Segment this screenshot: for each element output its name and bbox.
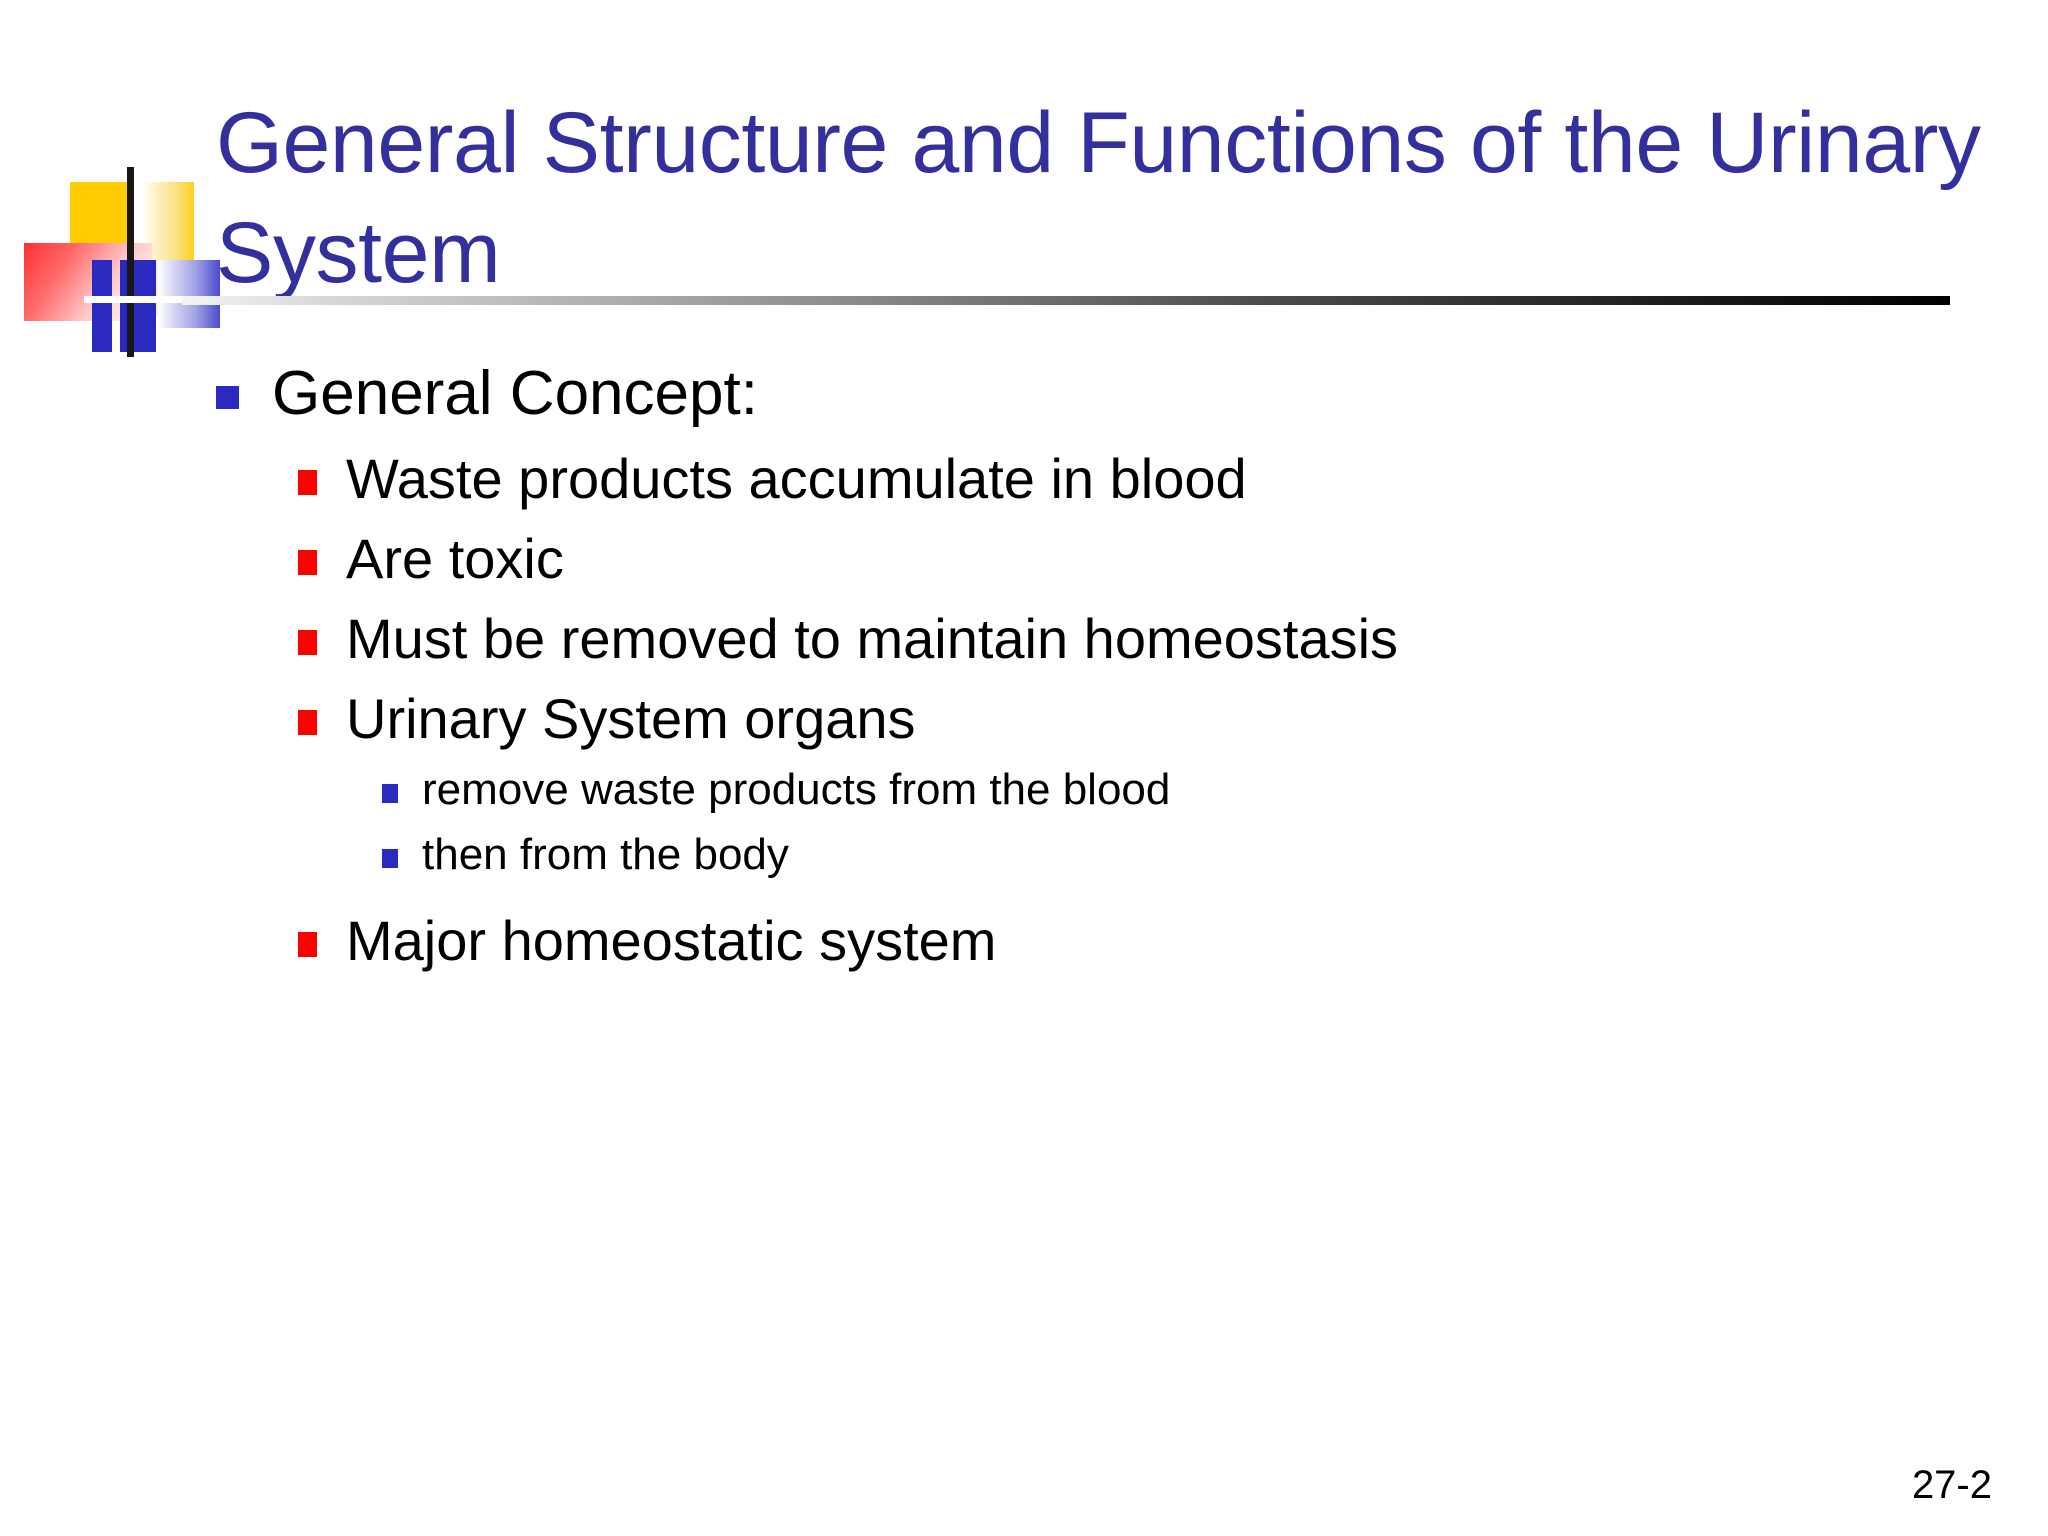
page-number: 27-2 xyxy=(1911,1463,1992,1507)
blue-square-bullet-icon xyxy=(382,764,422,803)
red-square-bullet-icon xyxy=(298,908,346,957)
body-content: General Concept: Waste products accumula… xyxy=(216,348,1976,974)
blue-square-bullet-icon xyxy=(382,829,422,868)
list-item-label: Must be removed to maintain homeostasis xyxy=(346,606,1399,670)
red-square-bullet-icon xyxy=(298,606,346,655)
title-underline-rule xyxy=(182,296,1950,305)
list-item: remove waste products from the blood xyxy=(382,764,1976,817)
blue-square-bullet-icon xyxy=(216,356,272,409)
slide-title: General Structure and Functions of the U… xyxy=(216,95,1981,302)
list-item-label: remove waste products from the blood xyxy=(422,764,1171,814)
list-item-label: General Concept: xyxy=(272,359,758,428)
list-item-label: Waste products accumulate in blood xyxy=(346,446,1247,510)
list-item: Major homeostatic system xyxy=(298,908,1976,974)
list-item: Are toxic xyxy=(298,526,1976,592)
list-item: General Concept: xyxy=(216,356,1976,432)
blue-square-solid-right xyxy=(120,260,156,352)
list-item-label: Urinary System organs xyxy=(346,686,916,750)
blue-square-solid-left xyxy=(92,260,112,352)
list-item: Must be removed to maintain homeostasis xyxy=(298,606,1976,672)
red-square-bullet-icon xyxy=(298,526,346,575)
red-rectangle-gradient xyxy=(24,243,152,321)
blue-square-gradient xyxy=(158,260,220,328)
list-item: Urinary System organs xyxy=(298,686,1976,752)
list-item-label: Are toxic xyxy=(346,526,564,590)
list-item: Waste products accumulate in blood xyxy=(298,446,1976,512)
list-item: then from the body xyxy=(382,829,1976,882)
red-square-bullet-icon xyxy=(298,686,346,735)
list-item-label: then from the body xyxy=(422,829,789,879)
yellow-square-solid xyxy=(70,182,132,315)
vertical-black-bar xyxy=(127,167,134,357)
red-square-bullet-icon xyxy=(298,446,346,495)
list-item-label: Major homeostatic system xyxy=(346,908,997,972)
